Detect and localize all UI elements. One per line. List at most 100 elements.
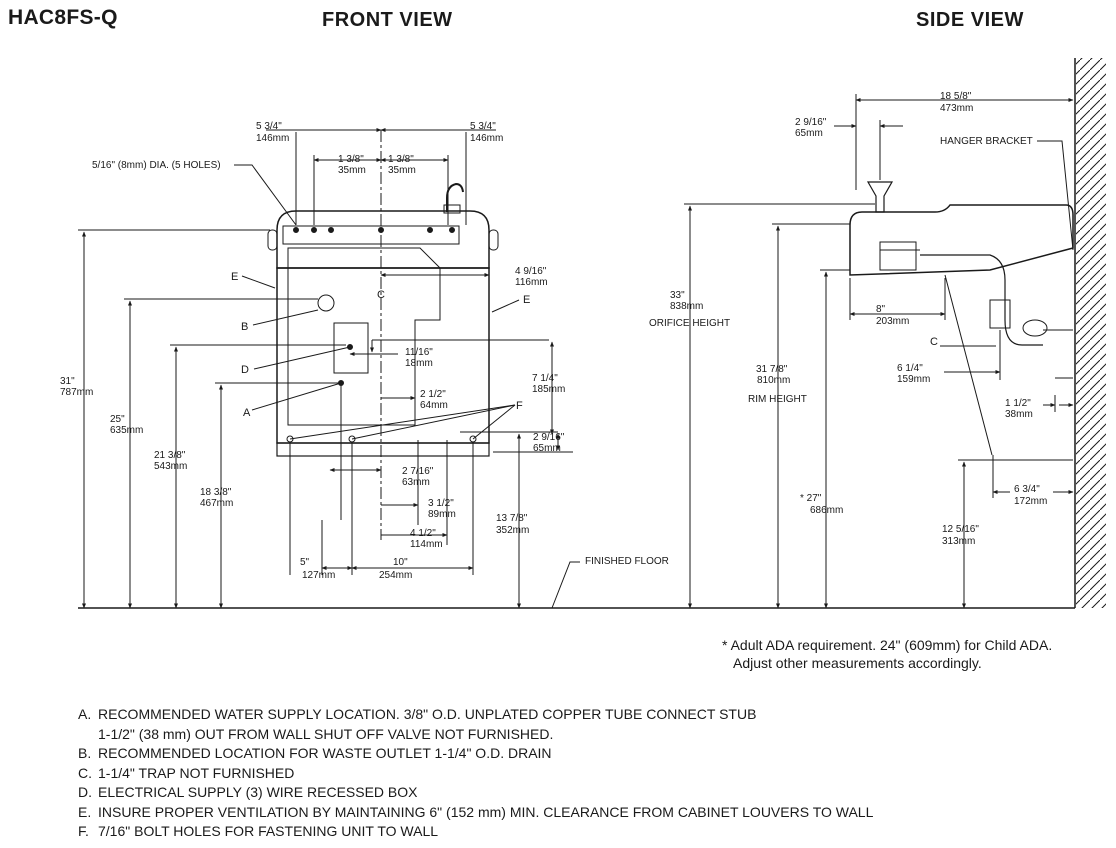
callout-labels: E E B D A F C C — [231, 271, 938, 419]
dim-6-1-4-in: 6 1/4" — [897, 363, 923, 374]
dim-top-left-mm: 146mm — [256, 133, 289, 144]
note-key: B. — [78, 745, 92, 761]
note-row-e: E. INSURE PROPER VENTILATION BY MAINTAINI… — [78, 803, 873, 823]
dim-13-7-8-in: 13 7/8" — [496, 513, 528, 524]
dim-6-3-4-mm: 172mm — [1014, 496, 1047, 507]
note-text: ELECTRICAL SUPPLY (3) WIRE RECESSED BOX — [98, 784, 418, 800]
note-key: A. — [78, 706, 92, 722]
dim-12-5-16-mm: 313mm — [942, 536, 975, 547]
dim-mid-left-mm: 35mm — [338, 165, 366, 176]
note-row-c: C. 1-1/4" TRAP NOT FURNISHED — [78, 764, 873, 784]
dim-25-mm: 635mm — [110, 425, 143, 436]
note-row-d: D. ELECTRICAL SUPPLY (3) WIRE RECESSED BO… — [78, 783, 873, 803]
note-key: F. — [78, 823, 89, 839]
dim-mid-left-in: 1 3/8" — [338, 154, 364, 165]
dim-10-mm: 254mm — [379, 570, 412, 581]
dim-2-9-16-mm: 65mm — [533, 443, 561, 454]
dim-2-7-16-mm: 63mm — [402, 477, 430, 488]
note-text: INSURE PROPER VENTILATION BY MAINTAINING… — [98, 803, 874, 820]
callout-f: F — [516, 400, 523, 412]
dim-12-5-16-in: 12 5/16" — [942, 524, 979, 535]
legend-notes: A. RECOMMENDED WATER SUPPLY LOCATION. 3/8… — [78, 705, 873, 842]
callout-d: D — [241, 364, 249, 376]
dim-3-1-2-in: 3 1/2" — [428, 498, 454, 509]
dim-2-1-2-in: 2 1/2" — [420, 389, 446, 400]
dim-top-right-mm: 146mm — [470, 133, 503, 144]
ada-note-line-2: Adjust other measurements accordingly. — [733, 655, 982, 671]
callout-e-left: E — [231, 271, 238, 283]
dim-2-7-16-in: 2 7/16" — [402, 466, 434, 477]
dim-1-1-2-mm: 38mm — [1005, 409, 1033, 420]
note-key: D. — [78, 784, 92, 800]
dim-2-9-16-side-in: 2 9/16" — [795, 117, 827, 128]
dim-31-mm: 787mm — [60, 387, 93, 398]
note-text: 7/16" BOLT HOLES FOR FASTENING UNIT TO W… — [98, 823, 439, 839]
dim-2-9-16-in: 2 9/16" — [533, 432, 565, 443]
front-view-title: FRONT VIEW — [322, 9, 453, 31]
dim-4-9-16-in: 4 9/16" — [515, 266, 547, 277]
dim-7-1-4-in: 7 1/4" — [532, 373, 558, 384]
model-number: HAC8FS-Q — [8, 6, 118, 29]
dim-10-in: 10" — [393, 557, 408, 568]
front-dimension-labels: 5 3/4" 146mm 5 3/4" 146mm 1 3/8" 35mm 1 … — [60, 121, 669, 581]
dim-top-left-in: 5 3/4" — [256, 121, 282, 132]
dim-11-16-mm: 18mm — [405, 358, 433, 369]
dim-18-3-8-in: 18 3/8" — [200, 487, 232, 498]
dim-25-in: 25" — [110, 414, 125, 425]
ada-note: * Adult ADA requirement. 24" (609mm) for… — [722, 636, 1052, 672]
dim-33-in: 33" — [670, 290, 685, 301]
hanger-bracket-label: HANGER BRACKET — [940, 136, 1033, 147]
note-row-a-cont: 1-1/2" (38 mm) OUT FROM WALL SHUT OFF VA… — [78, 725, 873, 745]
dim-3-1-2-mm: 89mm — [428, 509, 456, 520]
dim-6-1-4-mm: 159mm — [897, 374, 930, 385]
note-text: RECOMMENDED LOCATION FOR WASTE OUTLET 1-… — [98, 745, 552, 761]
dim-6-3-4-in: 6 3/4" — [1014, 484, 1040, 495]
dim-top-right-in: 5 3/4" — [470, 121, 496, 132]
dim-13-7-8-mm: 352mm — [496, 525, 529, 536]
callout-a: A — [243, 407, 251, 419]
dim-11-16-in: 11/16" — [405, 347, 433, 358]
note-key: C. — [78, 764, 92, 781]
note-text: 1-1/2" (38 mm) OUT FROM WALL SHUT OFF VA… — [98, 725, 554, 742]
dim-18-3-8-mm: 467mm — [200, 498, 233, 509]
note-row-f: F. 7/16" BOLT HOLES FOR FASTENING UNIT TO… — [78, 822, 873, 842]
dim-27-in: * 27" — [800, 493, 822, 504]
note-text: 1-1/4" TRAP NOT FURNISHED — [98, 764, 295, 781]
dim-7-1-4-mm: 185mm — [532, 384, 565, 395]
dim-1-1-2-in: 1 1/2" — [1005, 398, 1031, 409]
dim-31-7-8-in: 31 7/8" — [756, 364, 788, 375]
dim-mid-right-mm: 35mm — [388, 165, 416, 176]
callout-c-side: C — [930, 336, 938, 348]
dim-8-mm: 203mm — [876, 316, 909, 327]
dim-18-5-8-in: 18 5/8" — [940, 91, 972, 102]
dim-mid-right-in: 1 3/8" — [388, 154, 414, 165]
dim-33-mm: 838mm — [670, 301, 703, 312]
dim-21-3-8-in: 21 3/8" — [154, 450, 186, 461]
centerline-c: C — [377, 289, 385, 301]
side-view-title: SIDE VIEW — [916, 9, 1024, 31]
dim-8-in: 8" — [876, 304, 886, 315]
note-row-a: A. RECOMMENDED WATER SUPPLY LOCATION. 3/8… — [78, 705, 873, 725]
callout-e-right: E — [523, 294, 530, 306]
dim-4-1-2-in: 4 1/2" — [410, 528, 436, 539]
note-text: RECOMMENDED WATER SUPPLY LOCATION. 3/8" … — [98, 706, 757, 722]
side-unit — [849, 181, 1074, 456]
rim-height-label: RIM HEIGHT — [748, 394, 807, 405]
dim-4-1-2-mm: 114mm — [410, 539, 443, 550]
dim-2-9-16-side-mm: 65mm — [795, 128, 823, 139]
note-row-b: B. RECOMMENDED LOCATION FOR WASTE OUTLET … — [78, 744, 873, 764]
front-unit — [267, 130, 499, 540]
dim-5-in: 5" — [300, 557, 310, 568]
dim-2-1-2-mm: 64mm — [420, 400, 448, 411]
dim-27-mm: 686mm — [810, 505, 843, 516]
dim-31-7-8-mm: 810mm — [757, 375, 790, 386]
orifice-height-label: ORIFICE HEIGHT — [649, 318, 730, 329]
dim-5-mm: 127mm — [302, 570, 335, 581]
dim-4-9-16-mm: 116mm — [515, 277, 548, 288]
dim-18-5-8-mm: 473mm — [940, 103, 973, 114]
note-key: E. — [78, 803, 92, 820]
holes-label: 5/16" (8mm) DIA. (5 HOLES) — [92, 160, 221, 171]
ada-note-line-1: * Adult ADA requirement. 24" (609mm) for… — [722, 637, 1053, 653]
side-dimension-labels: 18 5/8" 473mm 2 9/16" 65mm HANGER BRACKE… — [649, 91, 1047, 547]
